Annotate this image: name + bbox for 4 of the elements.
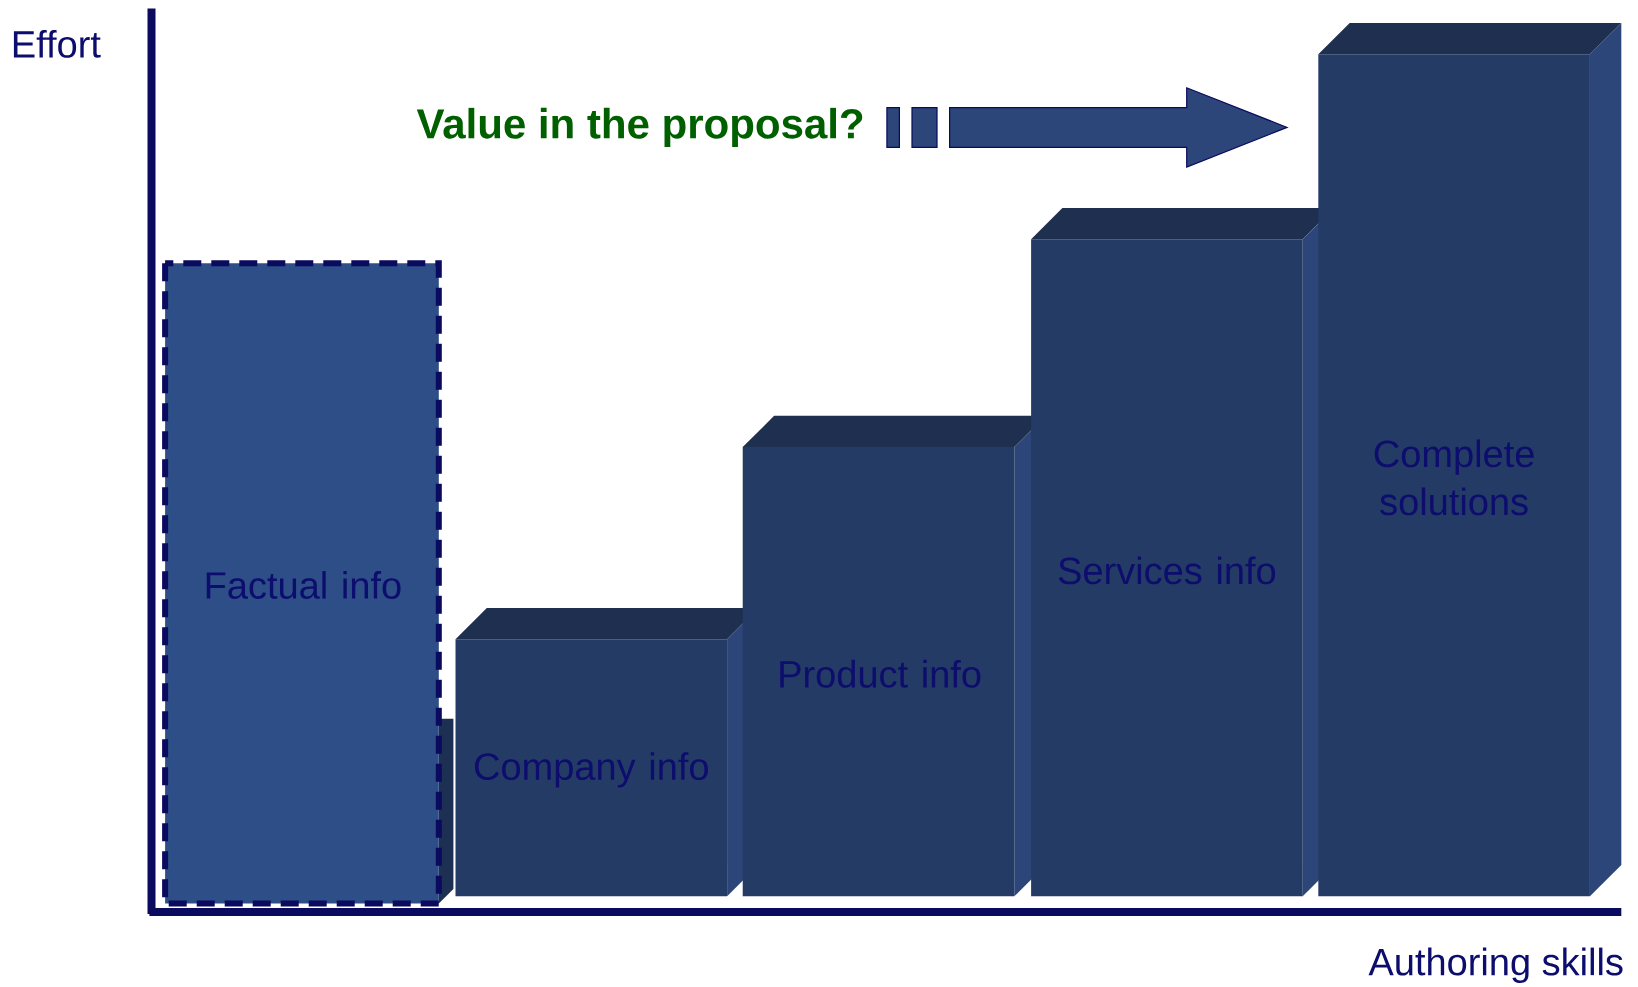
heading-text: Value in the proposal? (416, 107, 863, 147)
axis-label: Authoring skills (1368, 947, 1623, 983)
bar: Factual info (162, 260, 454, 907)
axis-label: Effort (13, 30, 101, 58)
